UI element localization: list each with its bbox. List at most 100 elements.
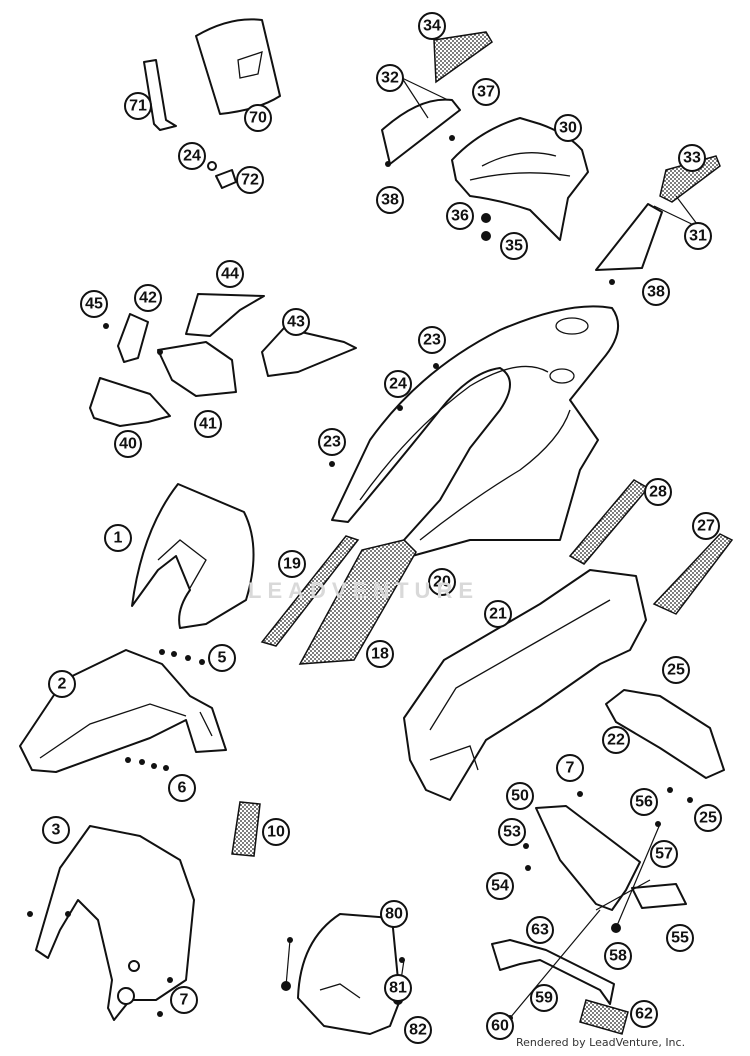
part-cover-40	[89, 377, 171, 427]
callout: 2	[48, 670, 76, 698]
part-airbox-cover	[185, 293, 265, 337]
part-reflector	[231, 801, 261, 857]
part-grab-handle	[451, 117, 589, 241]
svg-text:56: 56	[635, 794, 653, 811]
svg-text:81: 81	[389, 980, 407, 997]
svg-text:63: 63	[531, 922, 549, 939]
screws	[27, 135, 693, 1021]
part-sticker-33	[659, 155, 721, 203]
svg-text:24: 24	[183, 148, 201, 165]
callout: 19	[278, 550, 306, 578]
callout: 7	[170, 986, 198, 1014]
svg-text:27: 27	[697, 518, 715, 535]
part-bracket-63	[491, 939, 615, 1005]
callout: 81	[384, 974, 412, 1002]
callout: 27	[692, 512, 720, 540]
svg-text:3: 3	[52, 822, 61, 839]
svg-text:36: 36	[451, 208, 469, 225]
part-front-fender	[19, 649, 227, 773]
part-fork-guard	[35, 825, 195, 1021]
svg-text:6: 6	[178, 780, 187, 797]
part-license-plate-holder	[535, 805, 641, 911]
callout: 21	[484, 600, 512, 628]
svg-text:31: 31	[689, 228, 707, 245]
part-headlight-mask	[131, 483, 255, 629]
svg-text:53: 53	[503, 824, 521, 841]
callout: 5	[208, 644, 236, 672]
svg-text:50: 50	[511, 788, 529, 805]
callout: 58	[604, 942, 632, 970]
callout: 3	[42, 816, 70, 844]
callout: 57	[650, 840, 678, 868]
callout: 38	[376, 186, 404, 214]
callout: 63	[526, 916, 554, 944]
svg-text:18: 18	[371, 646, 389, 663]
svg-text:19: 19	[283, 556, 301, 573]
callout: 59	[530, 984, 558, 1012]
part-strap	[143, 59, 177, 131]
callout: 56	[630, 788, 658, 816]
callout: 42	[134, 284, 162, 312]
part-windshield	[297, 913, 401, 1035]
part-bracket-42	[117, 313, 149, 363]
svg-text:57: 57	[655, 846, 673, 863]
callout: 38	[642, 278, 670, 306]
svg-text:38: 38	[647, 284, 665, 301]
svg-text:7: 7	[566, 760, 575, 777]
callout: 53	[498, 818, 526, 846]
callout: 72	[236, 166, 264, 194]
part-clip	[207, 161, 237, 189]
callout: 20	[428, 568, 456, 596]
callout: 41	[194, 410, 222, 438]
callout: 37	[472, 78, 500, 106]
svg-text:2: 2	[58, 676, 67, 693]
svg-text:22: 22	[607, 732, 625, 749]
svg-text:45: 45	[85, 296, 103, 313]
callout: 54	[486, 872, 514, 900]
callout: 35	[500, 232, 528, 260]
svg-text:80: 80	[385, 906, 403, 923]
svg-text:62: 62	[635, 1006, 653, 1023]
callout: 80	[380, 900, 408, 928]
svg-text:24: 24	[389, 376, 407, 393]
callout: 45	[80, 290, 108, 318]
svg-text:35: 35	[505, 238, 523, 255]
callout: 32	[376, 64, 404, 92]
svg-text:25: 25	[699, 810, 717, 827]
svg-text:59: 59	[535, 990, 553, 1007]
svg-text:21: 21	[489, 606, 507, 623]
svg-text:82: 82	[409, 1022, 427, 1039]
svg-text:55: 55	[671, 930, 689, 947]
part-license-bracket	[605, 689, 725, 779]
svg-text:58: 58	[609, 948, 627, 965]
svg-text:23: 23	[323, 434, 341, 451]
part-cover-43	[261, 327, 357, 377]
svg-text:5: 5	[218, 650, 227, 667]
callout: 71	[124, 92, 152, 120]
callout: 1	[104, 524, 132, 552]
svg-text:33: 33	[683, 150, 701, 167]
callout: 55	[666, 924, 694, 952]
callout: 33	[678, 144, 706, 172]
callout: 82	[404, 1016, 432, 1044]
part-sticker-19	[260, 535, 360, 647]
part-sticker-27	[652, 533, 734, 615]
part-sticker-62	[579, 999, 629, 1035]
svg-text:23: 23	[423, 332, 441, 349]
svg-text:72: 72	[241, 172, 259, 189]
callout: 50	[506, 782, 534, 810]
svg-text:37: 37	[477, 84, 495, 101]
callout: 7	[556, 754, 584, 782]
svg-text:71: 71	[129, 98, 147, 115]
callouts: 34 32 37 30 71 70 24 72 38 33 36 35 31 3…	[42, 12, 722, 1044]
svg-text:42: 42	[139, 290, 157, 307]
callout: 40	[114, 430, 142, 458]
svg-text:28: 28	[649, 484, 667, 501]
svg-text:40: 40	[119, 436, 137, 453]
callout: 60	[486, 1012, 514, 1040]
callout: 30	[554, 114, 582, 142]
callout: 31	[684, 222, 712, 250]
svg-text:30: 30	[559, 120, 577, 137]
svg-text:54: 54	[491, 878, 509, 895]
